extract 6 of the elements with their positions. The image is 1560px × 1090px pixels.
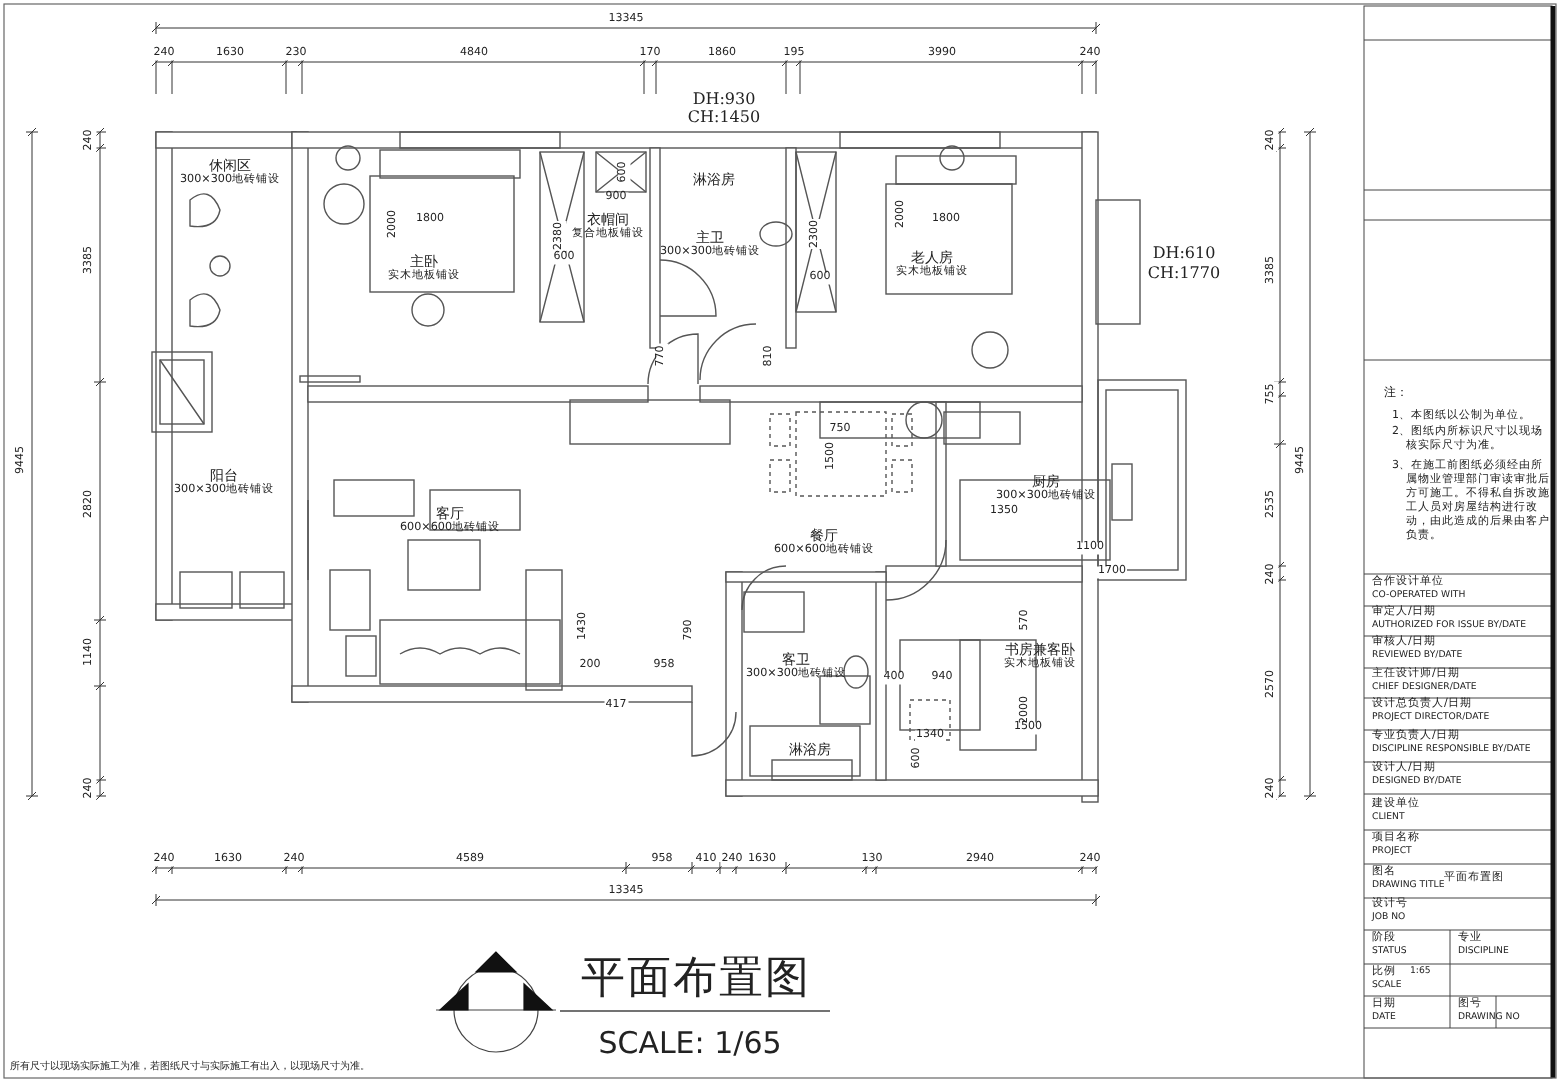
window-height-label: CH:1450 <box>687 110 761 126</box>
scale-label: SCALE: 1/65 <box>598 1029 782 1059</box>
window-height-label: DH:610 <box>1152 246 1216 262</box>
window-height-label: CH:1770 <box>1147 266 1221 282</box>
window-height-label: DH:930 <box>692 92 756 108</box>
drawing-title: 平面布置图 <box>581 958 811 1002</box>
